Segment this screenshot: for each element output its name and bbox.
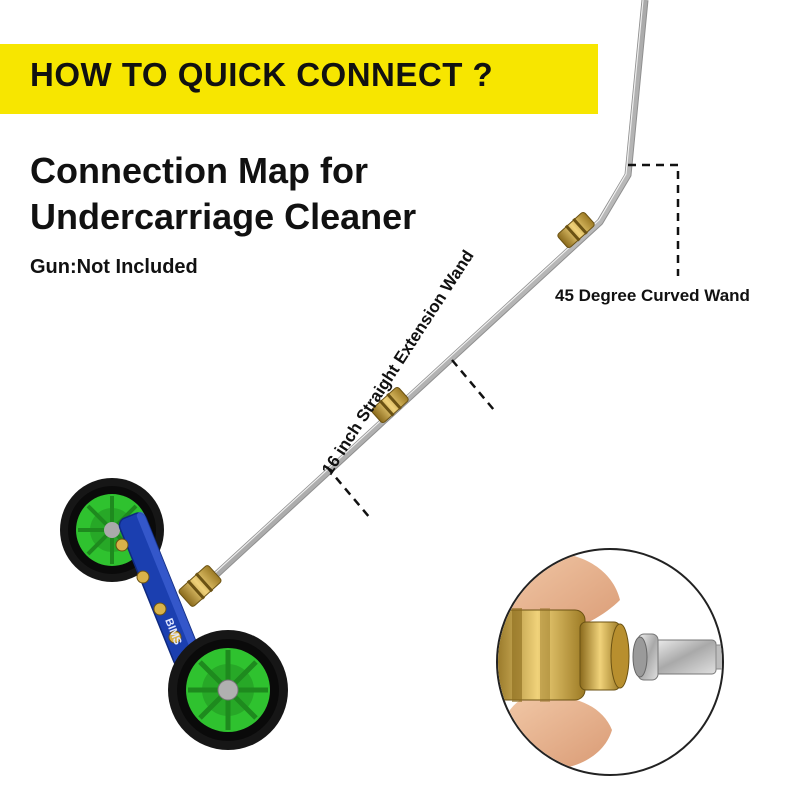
banner-title: HOW TO QUICK CONNECT ? [30,56,494,93]
heading-line-1: Connection Map for [30,150,368,191]
title-banner: HOW TO QUICK CONNECT ? [0,44,598,114]
curved-wand-label: 45 Degree Curved Wand [555,286,750,305]
straight-wand-callout [326,359,495,519]
connector-middle [371,387,409,423]
curved-wand-callout [628,163,680,276]
heading-line-2: Undercarriage Cleaner [30,196,417,237]
page-heading: Connection Map for Undercarriage Cleaner [30,148,416,240]
gun-note: Gun:Not Included [30,256,198,278]
quick-connect-inset [496,548,724,776]
connector-bottom [178,565,222,607]
undercarriage-cleaner: BIMS [60,478,288,750]
connector-top [557,212,595,248]
wheel-bottom [168,630,288,750]
